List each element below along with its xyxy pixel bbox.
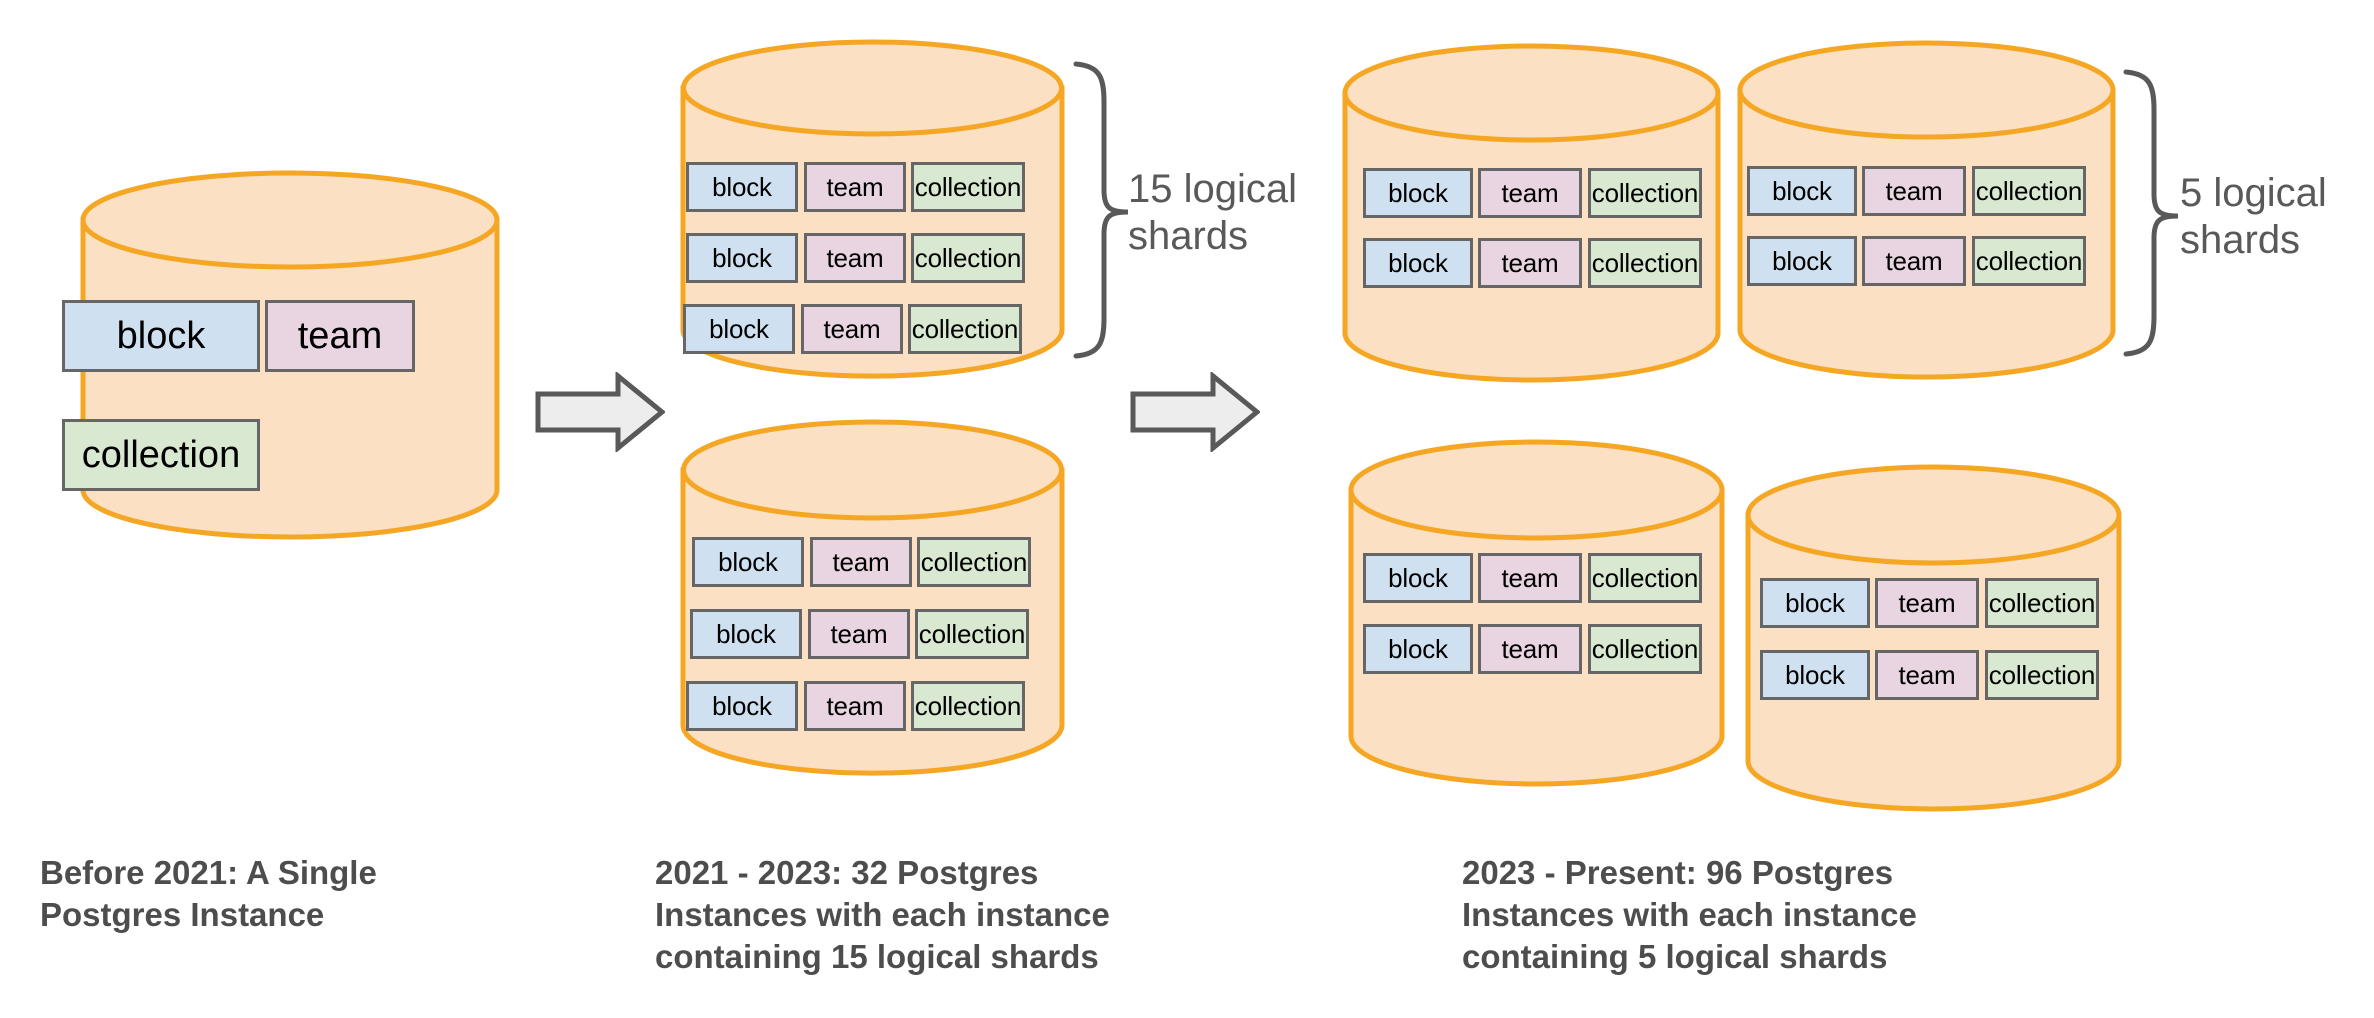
stage3-tr-r2-collection: collection <box>1972 236 2086 286</box>
stage3-tr-r2-block: block <box>1747 236 1857 286</box>
stage2-top-r2-block: block <box>686 233 798 283</box>
stage3-tr-r1-team: team <box>1862 166 1966 216</box>
stage1-shard-block: block <box>62 300 260 372</box>
stage3-cylinder-bottom-left <box>1348 439 1726 790</box>
stage2-brace <box>1070 60 1140 360</box>
stage2-bottom-r1-collection: collection <box>917 537 1031 587</box>
stage3-tr-r1-collection: collection <box>1972 166 2086 216</box>
stage3-br-r1-team: team <box>1875 578 1979 628</box>
stage2-bottom-r2-block: block <box>690 609 802 659</box>
stage2-bottom-r2-collection: collection <box>915 609 1029 659</box>
stage3-br-r2-team: team <box>1875 650 1979 700</box>
stage3-tl-r2-collection: collection <box>1588 238 1702 288</box>
stage3-tl-r1-block: block <box>1363 168 1473 218</box>
arrow-stage2-to-stage3 <box>1130 370 1261 454</box>
arrow-stage1-to-stage2 <box>535 370 666 454</box>
stage3-brace-label: 5 logical shards <box>2180 171 2327 263</box>
stage3-br-r2-block: block <box>1760 650 1870 700</box>
stage1-shard-team: team <box>265 300 415 372</box>
stage3-tl-r2-team: team <box>1478 238 1582 288</box>
stage3-cylinder-top-left <box>1342 43 1722 385</box>
stage2-brace-label: 15 logical shards <box>1128 167 1298 259</box>
stage2-top-r3-team: team <box>801 304 903 354</box>
stage2-bottom-r2-team: team <box>808 609 910 659</box>
stage3-cylinder-bottom-right <box>1745 464 2123 815</box>
stage2-top-r1-block: block <box>686 162 798 212</box>
stage3-br-r1-collection: collection <box>1985 578 2099 628</box>
stage2-bottom-r1-block: block <box>692 537 804 587</box>
stage3-tl-r2-block: block <box>1363 238 1473 288</box>
stage3-tl-r1-team: team <box>1478 168 1582 218</box>
stage2-bottom-r3-block: block <box>686 681 798 731</box>
stage3-tr-r1-block: block <box>1747 166 1857 216</box>
stage2-top-r1-collection: collection <box>911 162 1025 212</box>
stage3-bl-r1-collection: collection <box>1588 553 1702 603</box>
stage2-bottom-r3-team: team <box>804 681 906 731</box>
stage2-top-r2-collection: collection <box>911 233 1025 283</box>
stage2-bottom-r3-collection: collection <box>911 681 1025 731</box>
stage3-brace <box>2120 68 2190 358</box>
stage1-caption: Before 2021: A Single Postgres Instance <box>40 854 377 934</box>
stage2-top-r3-collection: collection <box>908 304 1022 354</box>
stage2-caption: 2021 - 2023: 32 Postgres Instances with … <box>655 854 1110 976</box>
stage3-bl-r2-team: team <box>1478 624 1582 674</box>
stage2-top-r3-block: block <box>683 304 795 354</box>
stage3-caption: 2023 - Present: 96 Postgres Instances wi… <box>1462 854 1917 976</box>
stage3-bl-r1-block: block <box>1363 553 1473 603</box>
stage3-br-r2-collection: collection <box>1985 650 2099 700</box>
stage3-bl-r2-collection: collection <box>1588 624 1702 674</box>
stage3-br-r1-block: block <box>1760 578 1870 628</box>
stage3-tr-r2-team: team <box>1862 236 1966 286</box>
stage2-bottom-r1-team: team <box>810 537 912 587</box>
stage3-tl-r1-collection: collection <box>1588 168 1702 218</box>
stage3-bl-r2-block: block <box>1363 624 1473 674</box>
stage3-bl-r1-team: team <box>1478 553 1582 603</box>
stage2-top-r1-team: team <box>804 162 906 212</box>
stage3-cylinder-top-right <box>1737 40 2117 382</box>
stage1-shard-collection: collection <box>62 419 260 491</box>
stage2-top-r2-team: team <box>804 233 906 283</box>
